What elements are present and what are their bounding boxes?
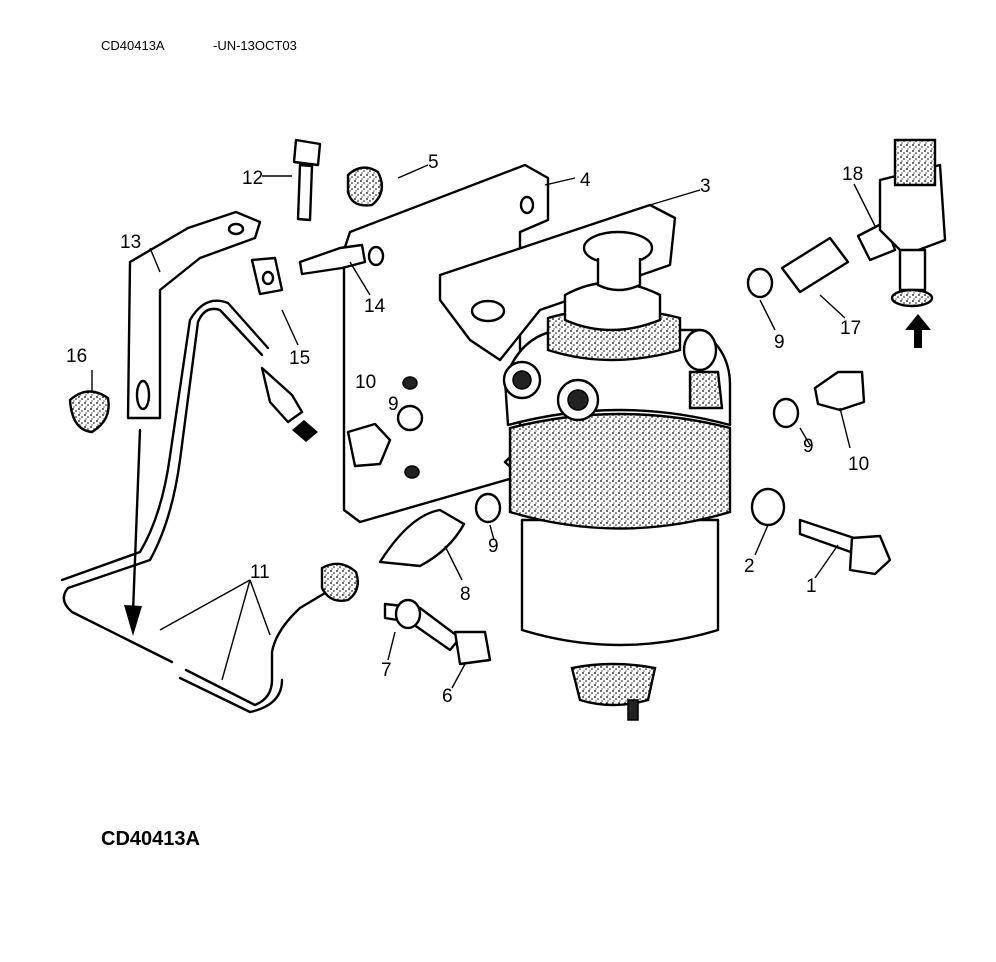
- figure-id: CD40413A: [101, 828, 200, 850]
- callout-labels: 1 2 3 4 5 6 7 8 9 9 9 9 10 10 11 12 13 1…: [66, 152, 869, 707]
- callout-4: 4: [580, 170, 591, 191]
- callout-9-upper-right: 9: [774, 332, 785, 353]
- callout-16: 16: [66, 346, 87, 367]
- hardware-parts: [68, 138, 892, 666]
- callout-13: 13: [120, 232, 141, 253]
- support-bracket: [126, 210, 262, 420]
- header-date-code: -UN-13OCT03: [213, 38, 297, 53]
- callout-15: 15: [289, 348, 310, 369]
- callout-9-lower: 9: [488, 536, 499, 557]
- callout-9-left: 9: [388, 394, 399, 415]
- callout-12: 12: [242, 168, 263, 189]
- fuel-filter-assembly: [502, 230, 732, 721]
- callout-1: 1: [806, 576, 817, 597]
- connector-fitting: [780, 138, 947, 308]
- callout-3: 3: [700, 176, 711, 197]
- header-figure-code: CD40413A: [101, 38, 165, 53]
- callout-5: 5: [428, 152, 439, 173]
- callout-17: 17: [840, 318, 861, 339]
- callout-7: 7: [381, 660, 392, 681]
- callout-18: 18: [842, 164, 863, 185]
- flow-direction-arrows: [124, 314, 931, 636]
- callout-10-right: 10: [848, 454, 869, 475]
- callout-10-left: 10: [355, 372, 376, 393]
- leader-lines: [91, 164, 877, 689]
- fuel-line: [60, 299, 359, 714]
- callout-2: 2: [744, 556, 755, 577]
- callout-8: 8: [460, 584, 471, 605]
- callout-11: 11: [250, 562, 270, 583]
- callout-6: 6: [442, 686, 453, 707]
- callout-9-right: 9: [803, 436, 814, 457]
- callout-14: 14: [364, 296, 386, 317]
